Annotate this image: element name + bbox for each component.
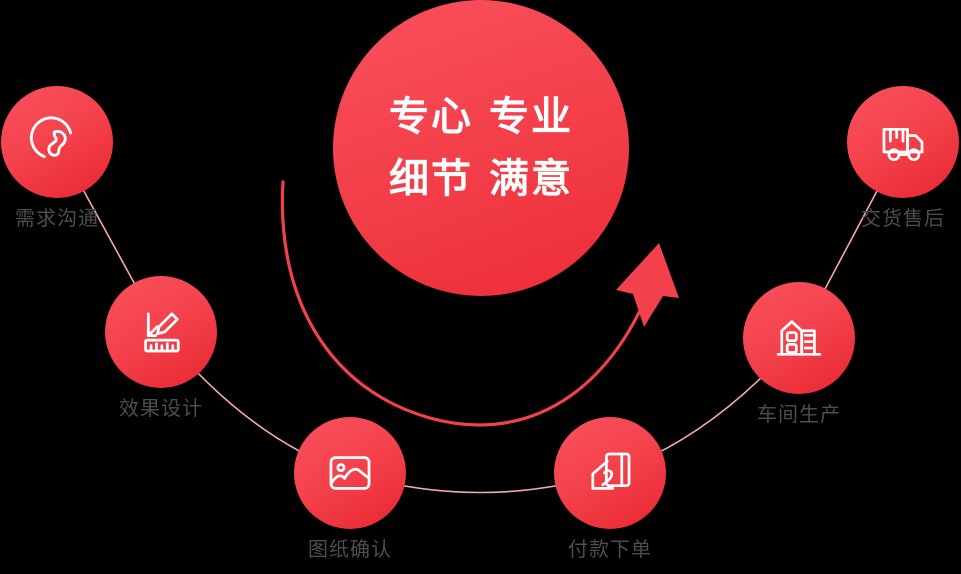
delivery-truck-icon (882, 127, 924, 162)
node-production[interactable] (743, 282, 855, 394)
slogan-word-manyi: 满意 (489, 157, 573, 201)
slogan-word-xijie: 细节 (389, 157, 473, 201)
slogan-line-2: 细节满意 (389, 148, 573, 210)
node-drawing[interactable] (294, 417, 406, 529)
node-design[interactable] (105, 276, 217, 388)
factory-building-icon (776, 320, 822, 356)
node-label-requirement: 需求沟通 (15, 208, 99, 230)
node-label-delivery: 交货售后 (861, 208, 945, 230)
node-label-production: 车间生产 (757, 404, 841, 426)
node-label-design: 效果设计 (119, 398, 203, 420)
arrow-arc (280, 180, 647, 427)
node-payment[interactable] (554, 417, 666, 529)
node-label-drawing: 图纸确认 (308, 539, 392, 561)
slogan-line-1: 专心专业 (389, 86, 573, 148)
ruler-pencil-icon (144, 312, 180, 353)
hand-card-payment-icon (591, 452, 631, 490)
slogan-word-zhuanye: 专业 (489, 95, 573, 139)
arrow-head-icon (616, 243, 679, 327)
node-delivery[interactable] (847, 86, 959, 198)
image-picture-icon (329, 456, 371, 490)
node-requirement[interactable] (1, 86, 113, 198)
slogan-word-zhuanxin: 专心 (389, 95, 473, 139)
node-label-payment: 付款下单 (568, 539, 652, 561)
connector-line (56, 141, 904, 494)
phone-headset-icon (29, 116, 73, 158)
center-slogan-circle: 专心专业 细节满意 (333, 0, 629, 296)
